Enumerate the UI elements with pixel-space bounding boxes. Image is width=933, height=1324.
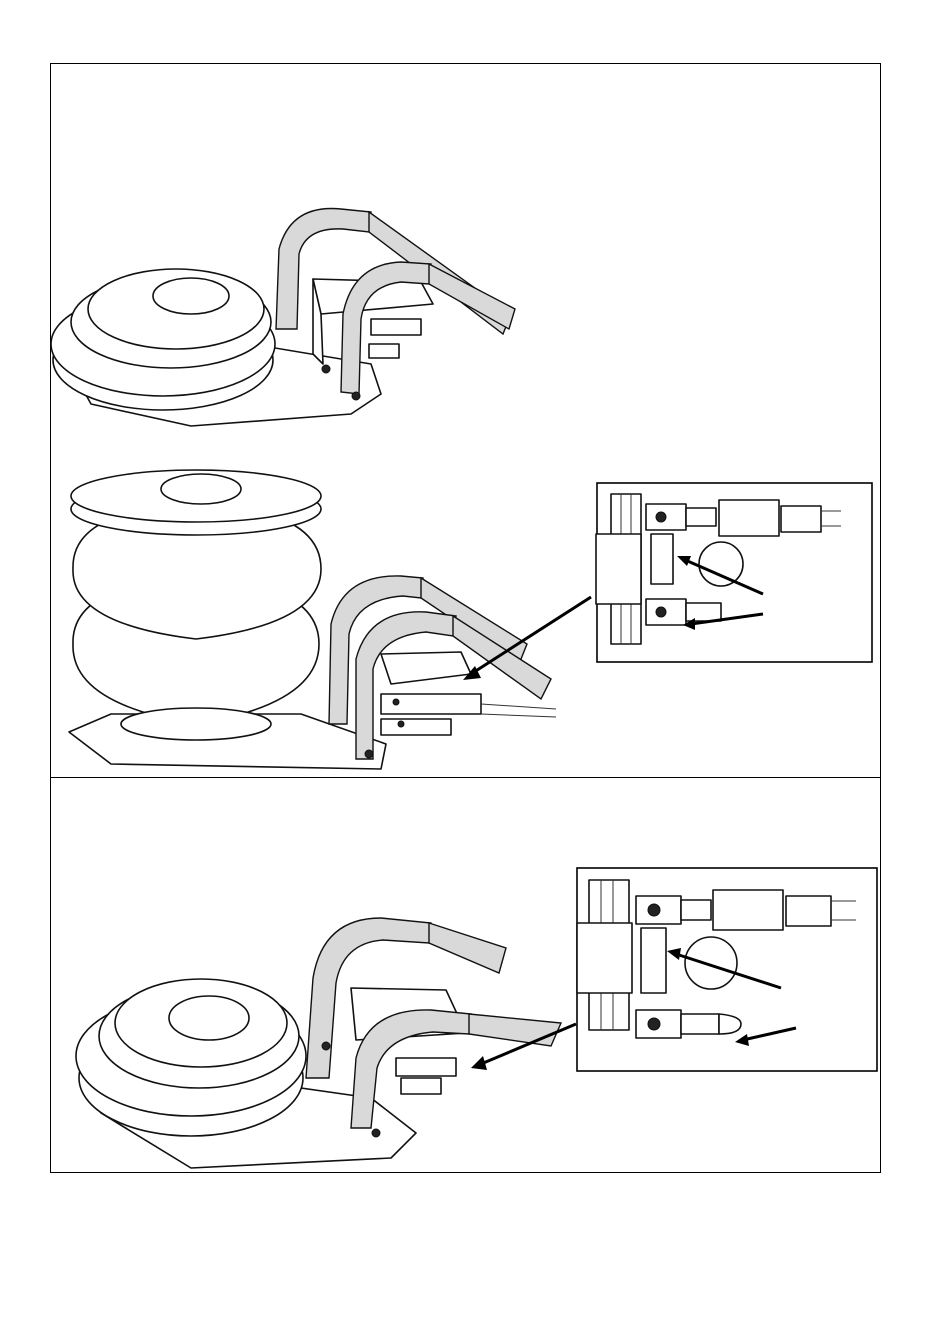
- upper-valve-screw: [656, 512, 666, 522]
- bolt: [322, 365, 330, 373]
- pull-ring: [699, 542, 743, 586]
- lifting-pad: [161, 474, 241, 504]
- valve-lever: [651, 534, 673, 584]
- mounting-plate: [596, 534, 641, 604]
- valve-fitting: [396, 1058, 456, 1076]
- valve-box: [381, 652, 471, 684]
- bolt: [365, 750, 373, 758]
- bottom-panel-drawing: [51, 778, 882, 1174]
- figure-panel-top: [50, 63, 881, 778]
- inflated-air-jack: [69, 470, 556, 769]
- bolt: [372, 1129, 380, 1137]
- bolt: [352, 392, 360, 400]
- lower-valve-fitting: [686, 603, 721, 621]
- lower-valve-fitting: [681, 1014, 719, 1034]
- bolt: [322, 1042, 330, 1050]
- front-handle: [356, 612, 456, 759]
- hose-connector: [781, 506, 821, 532]
- front-handle-grip: [429, 264, 515, 329]
- collapsed-air-jack: [51, 209, 515, 427]
- quick-coupler: [719, 500, 779, 536]
- lifting-pad: [153, 278, 229, 314]
- collapsed-air-jack: [76, 918, 561, 1168]
- hose-connector: [786, 896, 831, 926]
- valve-screw: [398, 721, 404, 727]
- valve-screw: [393, 699, 399, 705]
- figure-panel-bottom: [50, 777, 881, 1173]
- bellows-foot: [121, 708, 271, 740]
- lower-valve-screw: [656, 607, 666, 617]
- upper-valve-fitting: [681, 900, 711, 920]
- lower-valve-screw: [648, 1018, 660, 1030]
- front-handle-grip: [469, 1014, 561, 1046]
- valve-fitting-lower: [369, 344, 399, 358]
- upper-valve-fitting: [686, 508, 716, 526]
- upper-valve-screw: [648, 904, 660, 916]
- air-hose: [481, 704, 556, 717]
- valve-fitting-lower: [381, 719, 451, 735]
- valve-lever: [641, 928, 666, 993]
- lifting-pad: [169, 996, 249, 1040]
- rear-handle-grip: [429, 923, 506, 973]
- arrowhead: [471, 1056, 487, 1070]
- top-panel-drawing: [51, 64, 882, 779]
- valve-detail-inset: [577, 868, 877, 1071]
- quick-coupler: [713, 890, 783, 930]
- valve-fitting-upper: [371, 319, 421, 335]
- valve-detail-inset: [596, 483, 872, 662]
- pull-ring: [685, 937, 737, 989]
- valve-fitting-lower: [401, 1078, 441, 1094]
- mounting-plate: [577, 923, 632, 993]
